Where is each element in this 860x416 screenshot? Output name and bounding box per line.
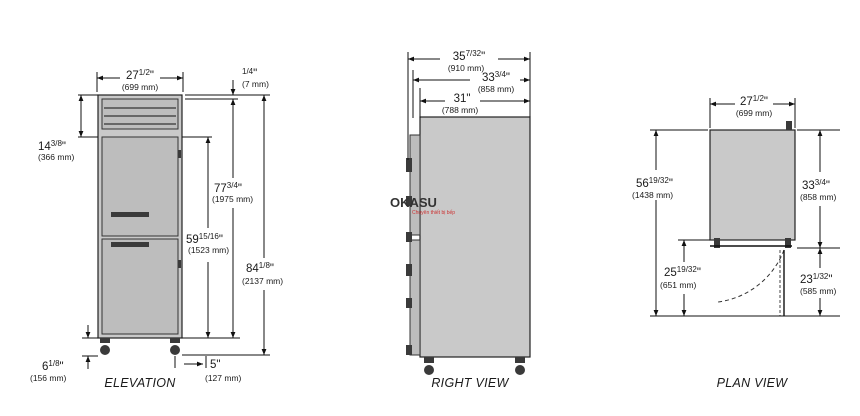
caster-right (170, 345, 180, 355)
svg-text:61/8": 61/8" (42, 359, 64, 373)
right-view-title: RIGHT VIEW (431, 376, 509, 390)
svg-text:(1975 mm): (1975 mm) (212, 194, 253, 204)
plan-view: 271/2" (699 mm) 5619/32" (1438 mm) 2519/… (632, 94, 840, 390)
svg-text:(366 mm): (366 mm) (38, 152, 75, 162)
svg-text:143/8": 143/8" (38, 139, 66, 153)
svg-text:(910 mm): (910 mm) (448, 63, 485, 73)
svg-text:5": 5" (210, 359, 220, 371)
svg-text:773/4": 773/4" (214, 181, 242, 195)
svg-text:(788 mm): (788 mm) (442, 105, 479, 115)
svg-text:333/4": 333/4" (802, 178, 830, 192)
svg-text:2519/32": 2519/32" (664, 265, 701, 279)
svg-text:333/4": 333/4" (482, 70, 510, 84)
plan-view-title: PLAN VIEW (717, 376, 789, 390)
svg-text:357/32": 357/32" (453, 49, 485, 63)
svg-text:271/2": 271/2" (126, 68, 154, 82)
caster-front (424, 365, 434, 375)
upper-door (101, 136, 179, 237)
svg-text:1/4": 1/4" (242, 67, 257, 80)
svg-text:271/2": 271/2" (740, 94, 768, 108)
svg-text:(156 mm): (156 mm) (30, 373, 67, 383)
brand-watermark: OKASU Chuyên thiết bị bếp (390, 195, 455, 216)
svg-text:(651 mm): (651 mm) (660, 280, 697, 290)
lower-door-handle (111, 242, 149, 247)
svg-text:OKASU: OKASU (390, 195, 437, 210)
lower-door (101, 238, 179, 335)
elevation-title: ELEVATION (104, 376, 176, 390)
cabinet-side (419, 116, 531, 358)
svg-text:(858 mm): (858 mm) (478, 84, 515, 94)
svg-text:(699 mm): (699 mm) (122, 82, 159, 92)
svg-text:5619/32": 5619/32" (636, 176, 673, 190)
svg-text:(858 mm): (858 mm) (800, 192, 837, 202)
elevation-view: 271/2" (699 mm) 1/4" (7 mm) 143/8" (366 … (30, 67, 283, 390)
svg-text:31": 31" (454, 93, 471, 105)
svg-text:(699 mm): (699 mm) (736, 108, 773, 118)
svg-text:(1438 mm): (1438 mm) (632, 190, 673, 200)
svg-text:(1523 mm): (1523 mm) (188, 245, 229, 255)
svg-text:Chuyên thiết bị bếp: Chuyên thiết bị bếp (412, 210, 455, 216)
svg-text:231/32": 231/32" (800, 272, 832, 286)
svg-text:(127 mm): (127 mm) (205, 373, 242, 383)
svg-text:5915/16": 5915/16" (186, 232, 223, 246)
svg-text:(7 mm): (7 mm) (242, 79, 269, 89)
right-view: 357/32" (910 mm) 333/4" (858 mm) 31" (78… (406, 49, 531, 390)
svg-text:841/8": 841/8" (246, 261, 274, 275)
upper-door-handle (111, 212, 149, 217)
cabinet-top (709, 129, 796, 241)
svg-text:(585 mm): (585 mm) (800, 286, 837, 296)
svg-text:(2137 mm): (2137 mm) (242, 276, 283, 286)
caster-rear (515, 365, 525, 375)
caster-left (100, 345, 110, 355)
